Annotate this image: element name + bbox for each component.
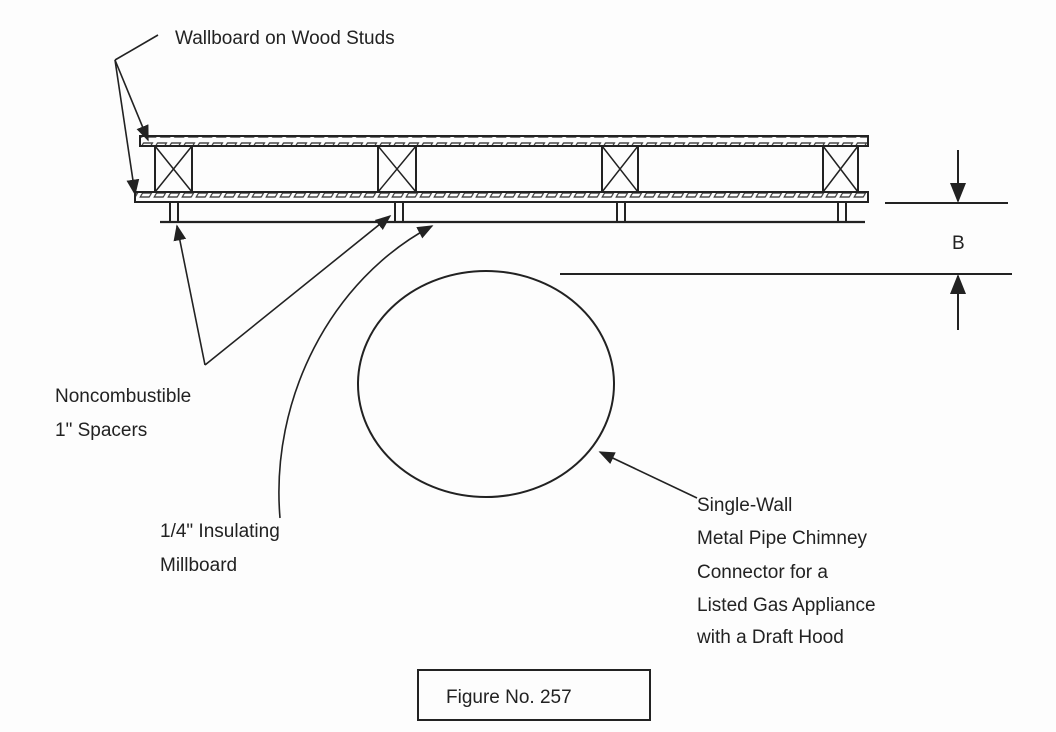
connector-label-2: Metal Pipe Chimney xyxy=(697,528,868,549)
figure-box xyxy=(417,669,651,721)
connector-label-1: Single-Wall xyxy=(697,495,792,516)
spacers-label-2: 1" Spacers xyxy=(55,420,147,441)
chimney-connector-circle xyxy=(357,270,615,498)
connector-label-4: Listed Gas Appliance xyxy=(697,595,876,616)
wood-studs xyxy=(154,145,859,193)
dimension-b xyxy=(560,150,1012,330)
leader-lines xyxy=(114,34,698,519)
spacers-label-1: Noncombustible xyxy=(55,386,191,407)
wallboard-label: Wallboard on Wood Studs xyxy=(175,28,395,49)
stud xyxy=(601,145,639,193)
connector-label-5: with a Draft Hood xyxy=(696,627,844,648)
stud xyxy=(154,145,193,193)
stud xyxy=(822,145,859,193)
top-wallboard xyxy=(139,135,869,147)
connector-label-3: Connector for a xyxy=(697,562,828,583)
bottom-wallboard xyxy=(134,191,869,203)
millboard-label-1: 1/4" Insulating xyxy=(160,521,280,542)
figure-label: Figure No. 257 xyxy=(446,687,572,708)
dimension-label: B xyxy=(952,233,965,254)
millboard-label-2: Millboard xyxy=(160,555,237,576)
stud xyxy=(377,145,417,193)
spacers xyxy=(169,202,847,222)
